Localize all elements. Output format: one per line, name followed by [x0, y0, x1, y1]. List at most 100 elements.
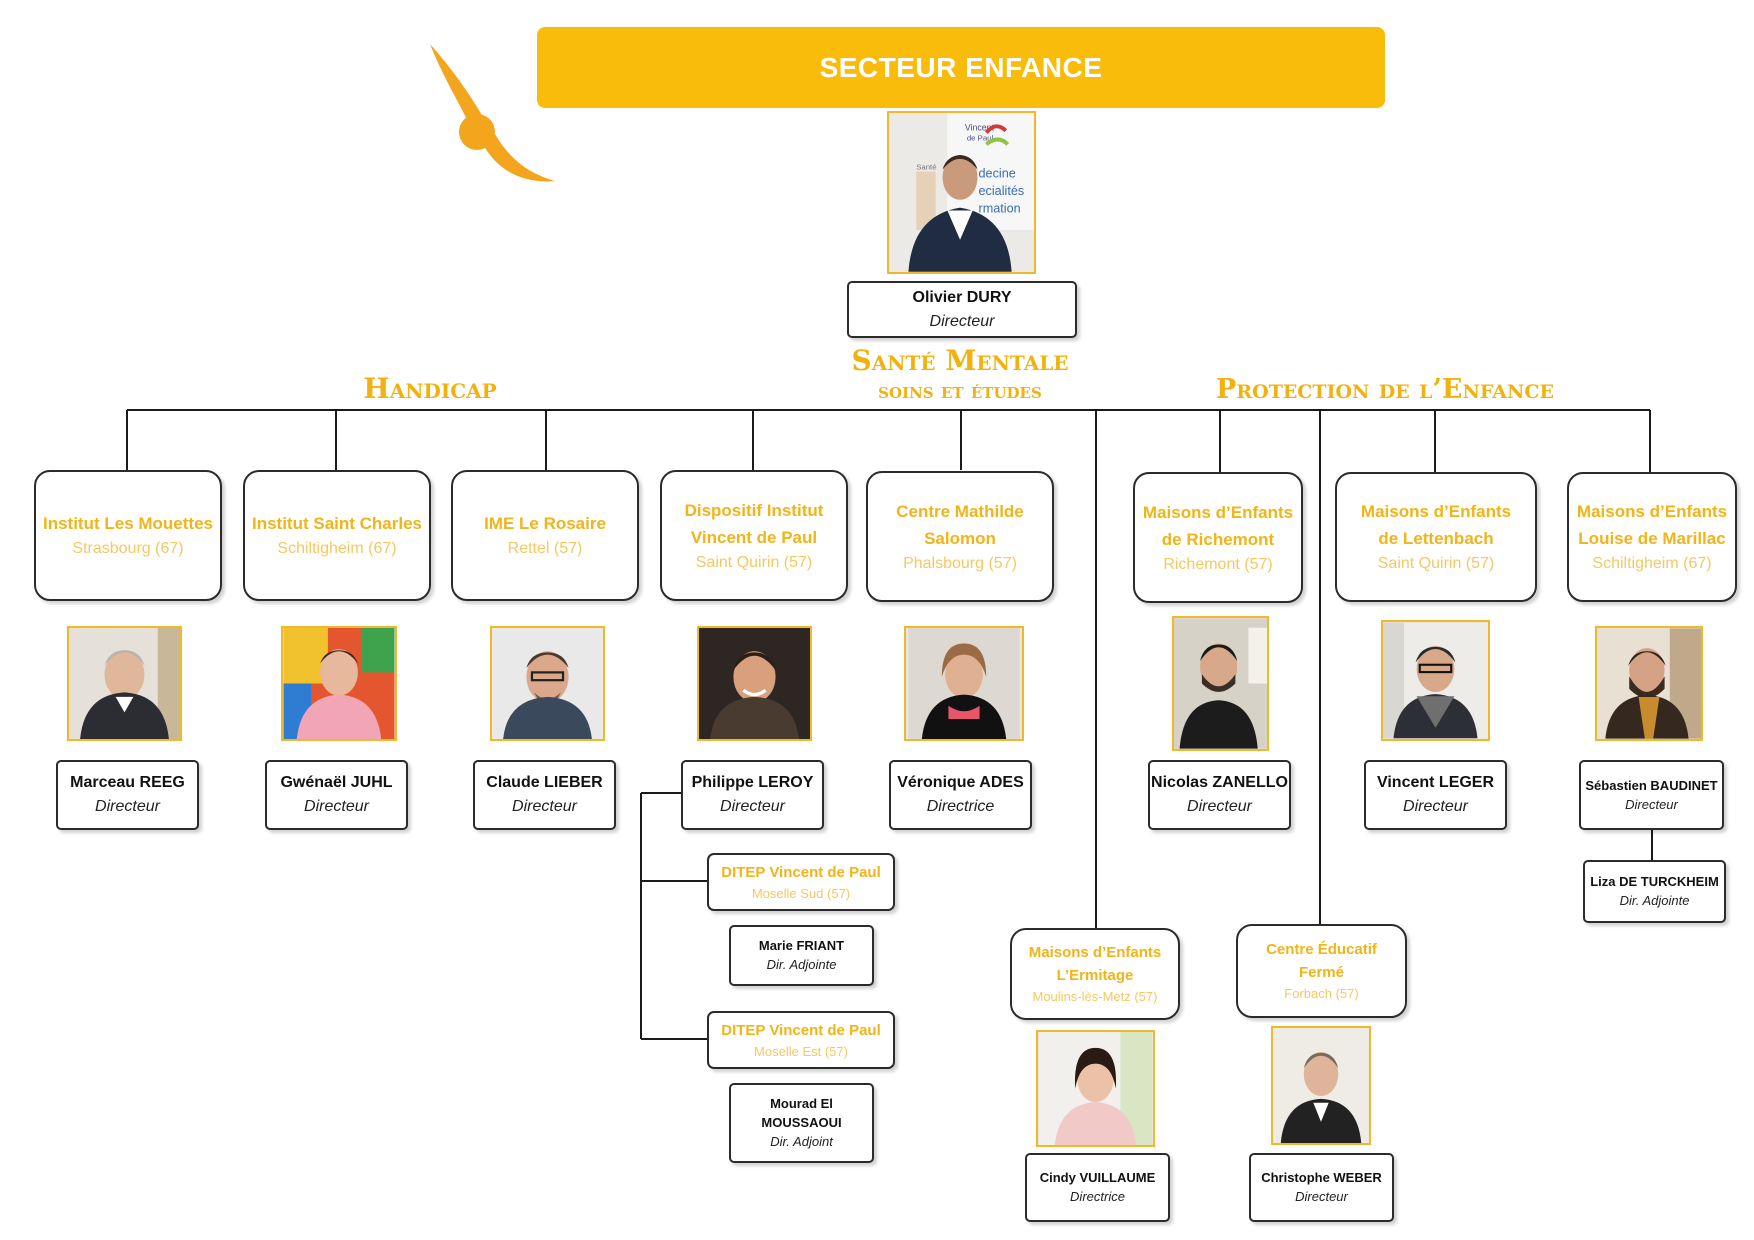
sub-unit-location: Moselle Sud (57)	[751, 885, 851, 901]
service-box: Institut Saint Charles Schiltigheim (67)	[243, 470, 431, 601]
person-role: Directrice	[926, 798, 995, 815]
poster-text: Vincent	[965, 123, 995, 133]
service-location: Rettel (57)	[507, 540, 583, 557]
adjoint-role: Dir. Adjointe	[1619, 893, 1690, 908]
person-name: Sébastien BAUDINET	[1585, 777, 1718, 793]
person-card: Gwénaël JUHL Directeur	[265, 760, 408, 830]
page-title: SECTEUR ENFANCE	[537, 27, 1385, 108]
person-name: Claude LIEBER	[486, 774, 603, 791]
service-location: Forbach (57)	[1284, 986, 1359, 1001]
ermitage-box: Maisons d’Enfants L’Ermitage Moulins-lès…	[1010, 928, 1180, 1020]
director-name: Olivier DURY	[912, 288, 1012, 306]
person-name: Gwénaël JUHL	[280, 774, 393, 791]
person-card: Nicolas ZANELLO Directeur	[1148, 760, 1291, 830]
person-role: Dir. Adjoint	[770, 1134, 833, 1149]
person-role: Directeur	[1403, 798, 1468, 815]
centre-educatif-box: Centre Éducatif Fermé Forbach (57)	[1236, 924, 1407, 1018]
adjoint-name: Liza DE TURCKHEIM	[1590, 874, 1719, 889]
person-card: Vincent LEGER Directeur	[1364, 760, 1507, 830]
person-role: Directeur	[1625, 796, 1678, 812]
person-photo	[1381, 620, 1490, 741]
person-name: Christophe WEBER	[1261, 1170, 1382, 1185]
service-name: Dispositif Institut Vincent de Paul	[684, 500, 824, 547]
service-name: IME Le Rosaire	[484, 514, 606, 533]
person-name: Mourad El MOUSSAOUI	[761, 1096, 842, 1130]
service-name: Maisons d’Enfants de Richemont	[1142, 502, 1294, 549]
service-name: Maisons d’Enfants L’Ermitage	[1028, 944, 1162, 984]
sub-unit-location: Moselle Est (57)	[754, 1043, 848, 1059]
service-name: Institut Saint Charles	[251, 514, 423, 533]
service-name: Centre Mathilde Salomon	[896, 501, 1024, 548]
person-card: Claude LIEBER Directeur	[473, 760, 616, 830]
service-location: Moulins-lès-Metz (57)	[1032, 989, 1158, 1004]
person-role: Directeur	[720, 798, 785, 815]
director-photo: Vincent de Paul Santé decine ecialités r…	[887, 111, 1036, 274]
person-card: Cindy VUILLAUME Directrice	[1025, 1153, 1170, 1222]
service-name: Maisons d’Enfants Louise de Marillac	[1576, 502, 1728, 548]
poster-text: de Paul	[967, 133, 994, 142]
sector-sante-subtitle: soins et études	[878, 378, 1042, 403]
person-photo	[1172, 616, 1269, 751]
person-photo	[490, 626, 605, 741]
service-location: Schiltigheim (67)	[277, 540, 397, 557]
person-name: Vincent LEGER	[1376, 774, 1495, 791]
person-card: Véronique ADES Directrice	[889, 760, 1032, 830]
sub-unit-box: DITEP Vincent de Paul Moselle Est (57)	[707, 1011, 895, 1069]
person-role: Directeur	[1295, 1189, 1348, 1204]
person-role: Dir. Adjointe	[766, 957, 837, 972]
person-photo	[1595, 626, 1703, 741]
service-name: Centre Éducatif Fermé	[1266, 941, 1377, 981]
poster-text: rmation	[979, 201, 1021, 215]
person-photo	[1036, 1030, 1155, 1147]
service-location: Saint Quirin (57)	[1377, 555, 1495, 572]
person-name: Marie FRIANT	[758, 938, 845, 953]
service-box: Centre Mathilde Salomon Phalsbourg (57)	[866, 471, 1054, 602]
service-location: Richemont (57)	[1163, 555, 1273, 573]
service-location: Schiltigheim (67)	[1592, 555, 1712, 572]
sub-unit-person-card: Mourad El MOUSSAOUI Dir. Adjoint	[729, 1083, 874, 1163]
service-location: Strasbourg (67)	[72, 540, 184, 557]
service-location: Phalsbourg (57)	[903, 554, 1017, 572]
person-name: Philippe LEROY	[691, 774, 814, 791]
service-location: Saint Quirin (57)	[695, 553, 813, 571]
sub-unit-box: DITEP Vincent de Paul Moselle Sud (57)	[707, 853, 895, 911]
sector-protection-enfance: Protection de l’Enfance	[1216, 374, 1554, 405]
poster-text: ecialités	[979, 184, 1025, 198]
person-card: Marceau REEG Directeur	[56, 760, 199, 830]
person-card: Christophe WEBER Directeur	[1249, 1153, 1394, 1222]
service-box: Institut Les Mouettes Strasbourg (67)	[34, 470, 222, 601]
sub-unit-name: DITEP Vincent de Paul	[721, 863, 881, 881]
poster-text: decine	[979, 166, 1016, 180]
person-role: Directeur	[512, 798, 577, 815]
person-role: Directeur	[1187, 798, 1252, 815]
person-role: Directrice	[1070, 1189, 1125, 1204]
person-name: Nicolas ZANELLO	[1151, 774, 1288, 791]
person-role: Directeur	[304, 798, 369, 815]
person-name: Cindy VUILLAUME	[1039, 1170, 1156, 1185]
person-card: Sébastien BAUDINET Directeur	[1579, 760, 1724, 830]
service-name: Institut Les Mouettes	[42, 514, 213, 533]
sub-unit-name: DITEP Vincent de Paul	[721, 1021, 881, 1039]
person-photo	[67, 626, 182, 741]
service-box: IME Le Rosaire Rettel (57)	[451, 470, 639, 601]
director-role: Directeur	[929, 312, 995, 330]
person-photo	[1271, 1026, 1371, 1145]
person-card: Philippe LEROY Directeur	[681, 760, 824, 830]
person-photo	[281, 626, 397, 741]
person-name: Véronique ADES	[897, 774, 1024, 791]
person-name: Marceau REEG	[70, 774, 185, 791]
person-role: Directeur	[95, 798, 160, 815]
sector-handicap: Handicap	[363, 372, 497, 405]
person-photo	[904, 626, 1024, 741]
director-card: Olivier DURY Directeur	[847, 281, 1077, 338]
sub-unit-person-card: Marie FRIANT Dir. Adjointe	[729, 925, 874, 986]
service-box: Maisons d’Enfants de Lettenbach Saint Qu…	[1335, 472, 1537, 602]
service-box: Dispositif Institut Vincent de Paul Sain…	[660, 470, 848, 601]
poster-text: Santé	[916, 163, 936, 172]
adjoint-card: Liza DE TURCKHEIM Dir. Adjointe	[1583, 860, 1726, 923]
person-photo	[697, 626, 812, 741]
logo-icon	[430, 44, 555, 182]
service-box: Maisons d’Enfants Louise de Marillac Sch…	[1567, 472, 1737, 602]
